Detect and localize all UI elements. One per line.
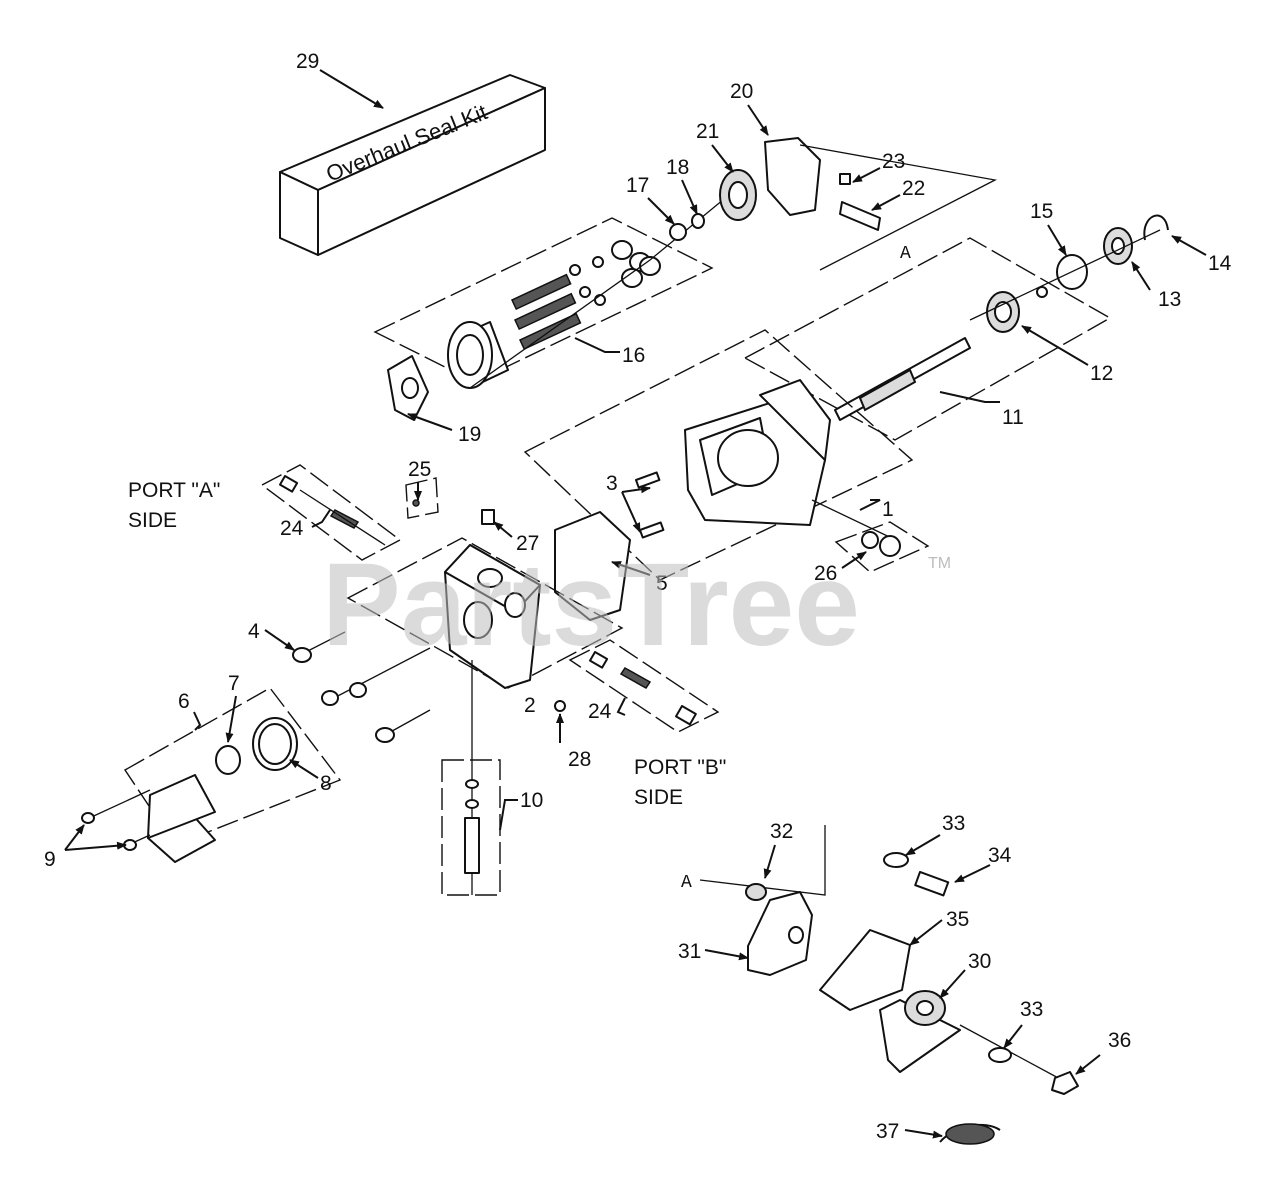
callout-5: 5 — [656, 572, 668, 595]
port-a-side-label: SIDE — [128, 509, 177, 532]
callout-32: 32 — [770, 820, 793, 843]
port-b-side-label: SIDE — [634, 786, 683, 809]
watermark-trademark: TM — [928, 555, 951, 572]
callout-35: 35 — [946, 908, 969, 931]
callout-17: 17 — [626, 174, 649, 197]
callout-24-a: 24 — [280, 517, 304, 540]
callout-16: 16 — [622, 344, 645, 367]
callout-23: 23 — [882, 150, 905, 173]
port-b-label: PORT "B" — [634, 756, 726, 779]
ref-mark-a-lower: A — [681, 873, 692, 893]
callout-22: 22 — [902, 177, 925, 200]
piston-kit-group — [373, 217, 714, 389]
bolts — [292, 509, 566, 743]
overhaul-seal-kit-box: Overhaul Seal Kit — [279, 74, 546, 256]
callout-2: 2 — [524, 694, 536, 717]
control-shaft-group — [839, 173, 881, 231]
callout-36: 36 — [1108, 1029, 1131, 1052]
callout-30: 30 — [968, 950, 991, 973]
swash-plate — [387, 355, 429, 421]
watermark: PartsTree TM — [322, 539, 951, 671]
callout-26: 26 — [814, 562, 837, 585]
callout-37: 37 — [876, 1120, 899, 1143]
seal-kit-26 — [834, 521, 930, 573]
output-shaft-kit — [743, 214, 1169, 441]
bypass-valve-kit — [441, 759, 501, 896]
callout-20: 20 — [730, 80, 753, 103]
port-a-label: PORT "A" — [128, 479, 220, 502]
callout-8: 8 — [320, 772, 332, 795]
callout-13: 13 — [1158, 288, 1181, 311]
callout-10: 10 — [520, 789, 543, 812]
callout-1: 1 — [882, 498, 894, 521]
center-section — [346, 537, 624, 895]
callout-29: 29 — [296, 50, 319, 73]
control-linkage-group — [699, 825, 1079, 1145]
callout-9: 9 — [44, 848, 56, 871]
gasket — [554, 511, 631, 621]
watermark-text: PartsTree — [322, 539, 860, 671]
callout-33-lower: 33 — [1020, 998, 1043, 1021]
callout-11: 11 — [1002, 406, 1024, 429]
callout-31: 31 — [678, 940, 701, 963]
callout-28: 28 — [568, 748, 591, 771]
callout-34: 34 — [988, 844, 1012, 867]
callout-21: 21 — [696, 120, 719, 143]
callout-7: 7 — [228, 672, 240, 695]
decal-kit-25 — [405, 477, 439, 519]
dowel-pins — [635, 471, 665, 539]
check-valve-kit-a — [260, 464, 402, 561]
callout-24-b: 24 — [588, 700, 612, 723]
callout-14: 14 — [1208, 252, 1232, 275]
callout-4: 4 — [248, 620, 260, 643]
callout-27: 27 — [516, 532, 539, 555]
callout-6: 6 — [178, 690, 190, 713]
callout-numbers: 1 2 3 4 5 6 7 8 9 10 11 12 13 14 15 16 1… — [44, 50, 1232, 1143]
callout-25: 25 — [408, 458, 431, 481]
callout-3: 3 — [606, 472, 618, 495]
check-valve-kit-b — [568, 639, 720, 733]
charge-pump-group — [81, 687, 342, 863]
leader-lines — [64, 69, 1207, 1139]
transmission-housing — [523, 329, 914, 581]
callout-33-upper: 33 — [942, 812, 965, 835]
upper-seal-group — [469, 137, 998, 389]
callout-12: 12 — [1090, 362, 1113, 385]
callout-18: 18 — [666, 156, 689, 179]
callout-19: 19 — [458, 423, 481, 446]
callout-15: 15 — [1030, 200, 1053, 223]
ref-mark-a-upper: A — [900, 244, 911, 264]
